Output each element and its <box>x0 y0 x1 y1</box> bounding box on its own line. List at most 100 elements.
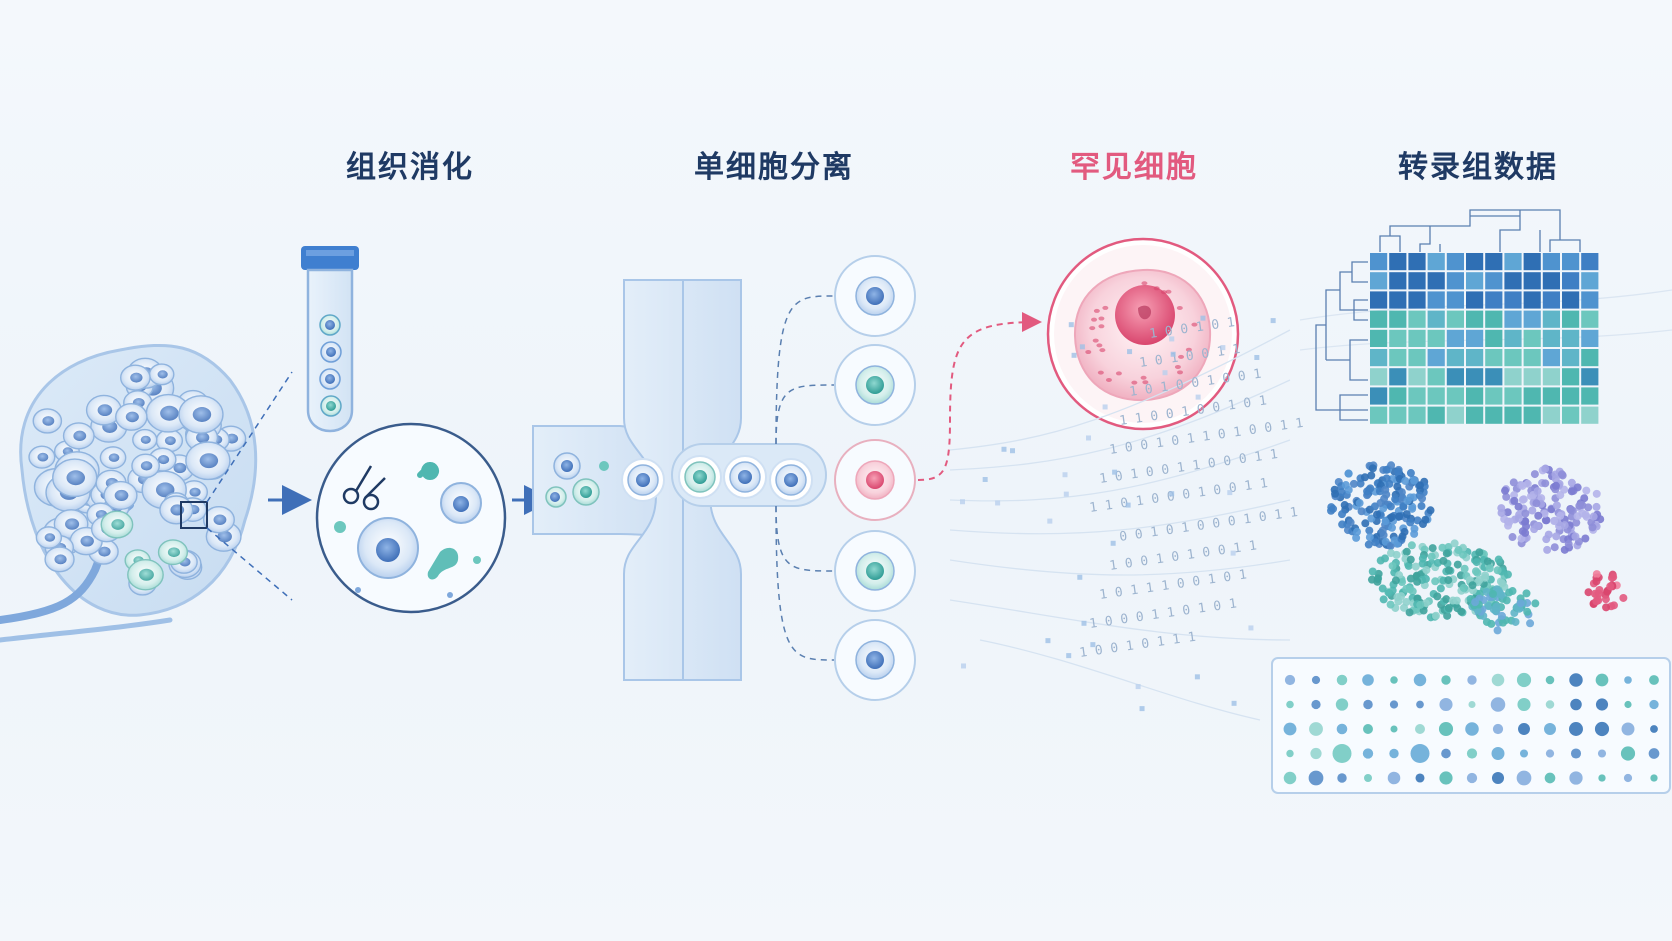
cluster-point <box>1386 542 1395 551</box>
cluster-point <box>1541 464 1550 473</box>
cluster-point <box>1502 596 1511 605</box>
dendrogram-left-branches <box>1315 261 1368 421</box>
cluster-point <box>1531 599 1540 608</box>
heatmap-cell <box>1562 329 1580 347</box>
dot-plot-point <box>1570 748 1582 759</box>
sorted-cell-nucleus <box>866 651 884 669</box>
heatmap-cell <box>1370 310 1388 328</box>
sorted-cell-column <box>775 255 916 701</box>
granule <box>1131 380 1138 385</box>
heatmap-cell <box>1446 310 1464 328</box>
heatmap-cell <box>1542 310 1560 328</box>
tissue-cell-nucleus <box>160 405 179 421</box>
cluster-point <box>1382 474 1391 483</box>
cluster-point <box>1411 562 1420 571</box>
microfluidic-chip <box>512 279 827 681</box>
heatmap-cell <box>1485 272 1503 290</box>
heatmap-cell <box>1485 291 1503 309</box>
granule <box>1140 375 1147 380</box>
dot-plot-point <box>1413 673 1427 687</box>
dot-plot-point <box>1595 698 1609 711</box>
cluster-point <box>1406 493 1415 502</box>
cluster-point <box>1584 503 1593 512</box>
granule <box>1185 347 1192 352</box>
dot-plot-point <box>1309 722 1323 736</box>
dot-plot-point <box>1570 698 1582 711</box>
cluster-point <box>1521 528 1530 537</box>
cluster-point <box>1331 489 1340 498</box>
cluster-point <box>1360 473 1369 482</box>
heatmap-cell <box>1446 368 1464 386</box>
cluster-point <box>1402 547 1411 556</box>
cluster-point <box>1566 506 1575 515</box>
granule <box>1085 350 1092 355</box>
heatmap-cell <box>1370 272 1388 290</box>
cluster-point <box>1518 495 1527 504</box>
cluster-point <box>1567 512 1576 521</box>
heatmap-cell <box>1581 329 1599 347</box>
cluster-point <box>1453 604 1462 613</box>
cluster-point <box>1341 481 1350 490</box>
cluster-point <box>1387 523 1396 532</box>
cluster-point <box>1418 494 1427 503</box>
cluster-point <box>1365 526 1374 535</box>
tissue-cell-nucleus <box>140 461 153 471</box>
cluster-point <box>1497 508 1506 517</box>
heatmap-cell <box>1466 272 1484 290</box>
cluster-point <box>1397 592 1406 601</box>
heatmap-cell <box>1427 291 1445 309</box>
heatmap-cell <box>1408 387 1426 405</box>
granule <box>1092 338 1099 343</box>
heatmap-cell <box>1523 329 1541 347</box>
data-square <box>1071 352 1077 358</box>
cluster-point <box>1413 594 1422 603</box>
heatmap-cell <box>1466 387 1484 405</box>
dot-plot-point <box>1650 774 1658 782</box>
tissue-cell-nucleus <box>44 533 56 542</box>
cluster-point <box>1366 484 1375 493</box>
dot-plot-point <box>1517 697 1531 712</box>
heatmap-cell <box>1504 368 1522 386</box>
tissue-cell-nucleus <box>213 514 227 525</box>
rare-cell-arrow <box>917 312 1042 481</box>
cluster-point <box>1532 499 1541 508</box>
dot-plot-point <box>1438 721 1454 737</box>
heatmap-cell <box>1581 272 1599 290</box>
dot-plot-point <box>1439 697 1453 712</box>
cluster-point <box>1609 573 1618 582</box>
dot-plot-point <box>1465 722 1479 736</box>
cluster-point <box>1528 506 1537 515</box>
granule <box>1093 308 1100 313</box>
cluster-point <box>1443 611 1452 620</box>
granule <box>1115 371 1122 376</box>
cluster-point <box>1584 588 1593 597</box>
dot-plot-point <box>1648 748 1660 759</box>
granule <box>1097 370 1104 375</box>
data-square <box>1127 349 1133 355</box>
cluster-point <box>1534 511 1543 520</box>
dot-plot-point <box>1363 724 1373 734</box>
dot-plot-point <box>1410 744 1430 763</box>
granule <box>1160 290 1167 295</box>
dot-plot-point <box>1569 722 1583 736</box>
cluster-point <box>1510 496 1519 505</box>
granule <box>1191 322 1198 327</box>
cluster-point <box>1508 533 1517 542</box>
cluster-point <box>1552 501 1561 510</box>
cluster-point <box>1400 603 1409 612</box>
heatmap-cell <box>1485 349 1503 367</box>
tissue-cell-nucleus <box>157 370 168 379</box>
cluster-point <box>1371 538 1380 547</box>
cluster-point <box>1368 464 1377 473</box>
heatmap-cell <box>1466 253 1484 271</box>
granule <box>1098 324 1105 329</box>
dendrogram-left <box>1315 261 1368 421</box>
cluster-point <box>1337 510 1346 519</box>
data-square <box>961 663 967 669</box>
cluster-point <box>1436 584 1445 593</box>
granule <box>1153 286 1160 291</box>
cluster-point <box>1406 574 1415 583</box>
heatmap-cell <box>1562 349 1580 367</box>
data-square <box>1066 653 1072 659</box>
heatmap-cell <box>1370 253 1388 271</box>
